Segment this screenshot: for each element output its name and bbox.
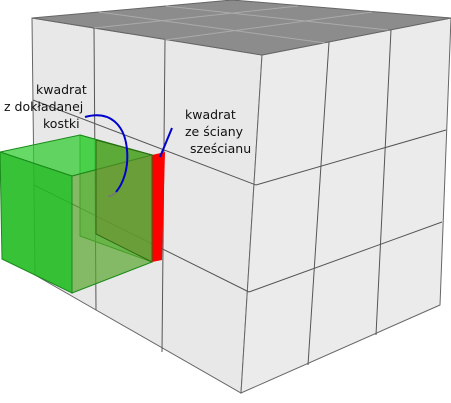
label-small-cube-square-line-3: kostki: [43, 116, 80, 131]
small-green-cube: [0, 134, 154, 294]
top-face-grid: [93, 5, 389, 44]
cube-face-square-highlight: [152, 152, 165, 262]
label-cube-face-square-line-2: ze ściany: [185, 124, 244, 139]
small-cube-front-face: [0, 151, 73, 294]
label-small-cube-square: kwadrat z dokładanej kostki: [4, 82, 91, 131]
pointer-line-cube-face-square: [159, 127, 173, 158]
small-cube-square-highlight: [95, 139, 153, 263]
large-cube-right-face: [240, 17, 451, 394]
label-small-cube-square-line-2: z dokładanej: [4, 99, 83, 114]
large-cube-top-face: [31, 0, 451, 56]
label-cube-face-square: kwadrat ze ściany sześcianu: [185, 107, 251, 156]
label-small-cube-square-line-1: kwadrat: [36, 82, 87, 97]
pointer-line-small-cube-square: [84, 114, 129, 193]
label-cube-face-square-line-1: kwadrat: [185, 107, 236, 122]
label-cube-face-square-line-3: sześcianu: [190, 141, 251, 156]
right-face-grid: [248, 29, 447, 366]
pointer-line-small-cube-square-tail: [107, 191, 117, 198]
